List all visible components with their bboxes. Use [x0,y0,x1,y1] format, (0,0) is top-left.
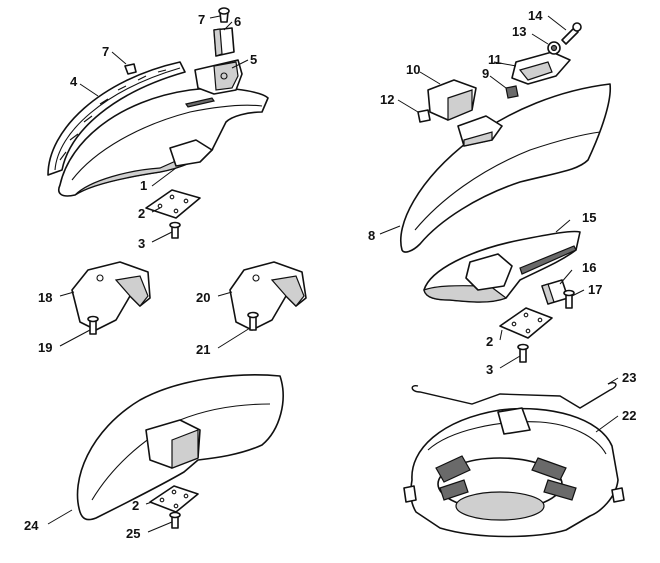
plate-hole [511,321,517,327]
deflector-15-block [465,253,513,291]
knife-strip-part-4 [47,61,186,176]
base-center-hub [455,491,545,521]
callout-3-top: 3 [138,236,145,251]
housing-pair-middle-left [71,261,307,335]
nut-part-7-left [124,63,137,75]
plate-hole [159,497,165,503]
nut-part-9 [505,85,519,99]
base-slot-left-2 [439,479,469,501]
screw-head-3-middle [517,343,529,351]
plate-hole [523,312,529,318]
base-assembly-bottom-right [403,381,625,538]
plate-hole [157,203,163,209]
plate-hole [171,489,177,495]
deflector-mount-block [169,139,213,167]
deflector-24-mount-face [171,429,199,469]
spring-wire-part-23 [411,381,617,409]
housing-face [447,89,473,121]
callout-4: 4 [70,74,78,89]
callout-19: 19 [38,340,52,355]
bracket-face [213,61,239,91]
callout-2-bottom: 2 [132,498,139,513]
callout-21: 21 [196,342,210,357]
deflector-15-underside [423,285,508,303]
plate-hole [173,503,179,509]
plate-part-2-top [145,189,201,219]
base-slot-right-2 [543,479,577,501]
deflector-assembly-top-left [47,7,269,239]
screw-head-21 [247,311,259,319]
callout-17: 17 [588,282,602,297]
callout-13: 13 [512,24,526,39]
callout-23: 23 [622,370,636,385]
housing-20-face [270,275,305,307]
knife-strip-teeth [54,67,181,171]
deflector-assembly-middle-right [423,230,581,363]
callout-2-middle: 2 [486,334,493,349]
callout-10: 10 [406,62,420,77]
housing-18-hole [96,274,104,282]
callout-1: 1 [140,178,147,193]
screw-head-25 [169,511,181,519]
deflector-edge [414,131,601,231]
callout-25: 25 [126,526,140,541]
screw-head-19 [87,315,99,323]
washer-hole [550,44,558,52]
bracket-11-face [518,61,553,81]
callout-20: 20 [196,290,210,305]
screw-head-14 [572,22,582,32]
callout-22: 22 [622,408,636,423]
housing-20-hole [252,274,260,282]
nut-part-12 [417,109,431,123]
screw-head-17 [563,289,575,297]
deflector-15-dark-edge [519,245,577,275]
base-foot-right [611,487,625,503]
callout-14: 14 [528,8,543,23]
callout-16: 16 [582,260,596,275]
callout-12: 12 [380,92,394,107]
plate-hole [183,198,189,204]
callout-15: 15 [582,210,596,225]
callout-8: 8 [368,228,375,243]
plate-hole [173,208,179,214]
base-slot-right [531,457,567,481]
callout-3-middle: 3 [486,362,493,377]
callout-18: 18 [38,290,52,305]
deflector-rim [71,104,263,181]
plate-part-2-bottom [149,485,199,513]
clamp-face [213,28,223,57]
base-post [497,407,531,435]
base-foot-left [403,485,417,503]
base-slot-left [435,455,471,483]
support-16-face [541,283,555,305]
callout-9: 9 [482,66,489,81]
deflector-slot [185,97,215,108]
deflector-hub-face [463,131,493,147]
plate-hole [525,328,531,334]
deflector-assembly-bottom-left [76,374,284,529]
deflector-shield-part-8 [400,83,612,253]
plate-hole [537,317,543,323]
callout-24: 24 [24,518,39,533]
callout-2-top: 2 [138,206,145,221]
callout-11: 11 [488,52,502,67]
callout-labels: 1 2 3 4 5 6 7 7 8 9 10 11 12 13 14 15 16… [24,8,636,541]
bracket-hole [220,72,228,80]
screw-head-3-top [169,221,181,229]
callout-5: 5 [250,52,257,67]
plate-hole [183,493,189,499]
plate-hole [169,194,175,200]
housing-18-face [114,275,149,307]
base-rim [427,421,607,455]
screw-head-7-top [218,7,230,15]
leader-lines [47,15,619,533]
callout-7-top: 7 [198,12,205,27]
screw-part-14 [561,27,579,45]
callout-6: 6 [234,14,241,29]
plate-part-2-middle [499,307,553,339]
deflector-assembly-top-right [400,22,612,253]
callout-7-left: 7 [102,44,109,59]
